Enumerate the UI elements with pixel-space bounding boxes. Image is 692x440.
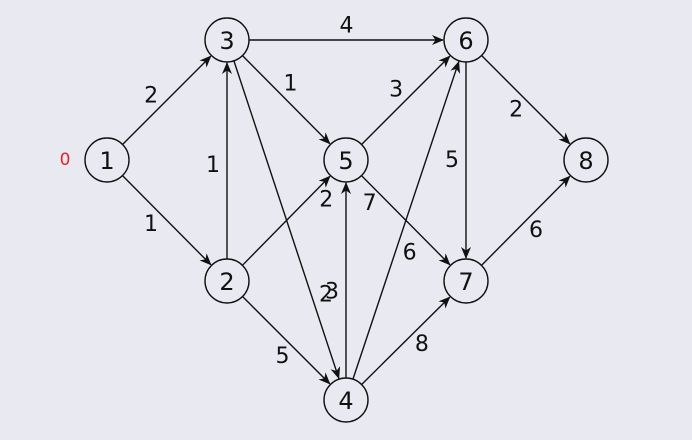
edge-5-6 <box>361 55 451 145</box>
start-node-distance-label: 0 <box>60 150 71 170</box>
node-7: 7 <box>443 258 489 304</box>
edge-5-7 <box>360 175 451 266</box>
edge-2-4 <box>242 296 331 385</box>
edge-weight-2-4: 5 <box>276 344 290 369</box>
edge-6-8 <box>481 55 571 145</box>
edge-weight-2-3: 1 <box>206 153 220 178</box>
node-label-3: 3 <box>219 27 234 55</box>
edge-weight-1-2: 1 <box>144 212 158 237</box>
node-6: 6 <box>443 17 489 63</box>
node-label-4: 4 <box>338 387 353 415</box>
node-5: 5 <box>323 137 369 183</box>
node-circle-8 <box>563 137 609 183</box>
edge-weight-3-5: 1 <box>283 72 297 97</box>
edge-3-5 <box>241 55 331 145</box>
edge-weight-3-6: 4 <box>340 14 354 39</box>
node-4: 4 <box>323 377 369 423</box>
node-label-8: 8 <box>578 147 593 175</box>
edge-weight-2-5: 2 <box>319 188 333 213</box>
edge-weight-1-3: 2 <box>144 84 158 109</box>
edge-1-2 <box>121 175 212 266</box>
node-8: 8 <box>563 137 609 183</box>
node-1: 1 <box>84 137 130 183</box>
edge-7-8 <box>480 175 571 266</box>
node-label-2: 2 <box>219 268 234 296</box>
node-label-6: 6 <box>458 27 473 55</box>
node-2: 2 <box>204 258 250 304</box>
edge-weight-4-7: 8 <box>415 332 429 357</box>
edge-weight-5-6: 3 <box>389 78 403 103</box>
edge-weight-4-6: 6 <box>403 241 417 266</box>
node-label-1: 1 <box>99 147 114 175</box>
node-circle-6 <box>443 17 489 63</box>
node-label-5: 5 <box>338 147 353 175</box>
node-circle-4 <box>323 377 369 423</box>
edge-weight-6-7: 5 <box>445 148 459 173</box>
edges <box>121 35 571 386</box>
node-circle-1 <box>84 137 130 183</box>
edge-4-7 <box>361 296 451 386</box>
edge-weight-4-5: 3 <box>325 280 339 305</box>
edge-1-3 <box>122 55 212 145</box>
edge-weight-6-8: 2 <box>509 97 523 122</box>
edge-3-4 <box>233 60 341 380</box>
node-circle-2 <box>204 258 250 304</box>
node-circle-5 <box>323 137 369 183</box>
edge-weight-7-8: 6 <box>529 218 543 243</box>
node-3: 3 <box>204 17 250 63</box>
edge-weight-5-7: 7 <box>363 191 377 216</box>
edge-weight-3-4: 2 <box>319 282 333 307</box>
node-circle-3 <box>204 17 250 63</box>
node-label-7: 7 <box>458 268 473 296</box>
node-circle-7 <box>443 258 489 304</box>
